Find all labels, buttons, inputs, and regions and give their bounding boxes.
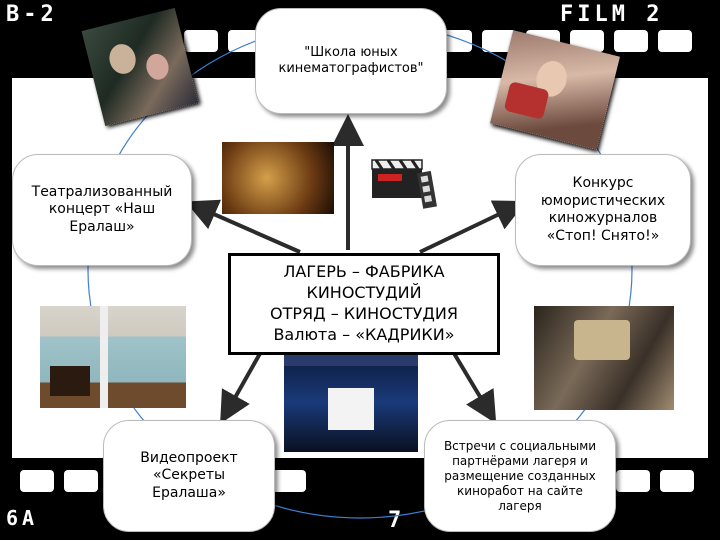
node-newsreel-contest: Конкурс юмористических киножурналов «Сто… xyxy=(515,154,691,266)
center-line-2: КИНОСТУДИЙ xyxy=(306,283,421,304)
photo-dressing-room xyxy=(534,306,674,410)
node-video-project-text: Видеопроект «Секреты Ералаша» xyxy=(114,450,264,503)
center-line-4: Валюта – «КАДРИКИ» xyxy=(273,325,454,346)
photo-stage-curtain xyxy=(284,352,418,452)
clapperboard-icon xyxy=(366,146,442,210)
node-theatre-concert: Театрализованный концерт «Наш Ералаш» xyxy=(12,154,192,266)
node-video-project: Видеопроект «Секреты Ералаша» xyxy=(103,420,275,532)
node-newsreel-contest-text: Конкурс юмористических киножурналов «Сто… xyxy=(526,175,680,245)
node-partners-meetings-text: Встречи с социальными партнёрами лагеря … xyxy=(435,439,605,514)
arrow-right xyxy=(420,208,512,252)
node-film-school: "Школа юных кинематографистов" xyxy=(255,8,447,114)
center-line-3: ОТРЯД – КИНОСТУДИЯ xyxy=(270,304,458,325)
arrow-left xyxy=(200,208,300,252)
center-camp-factory: ЛАГЕРЬ – ФАБРИКА КИНОСТУДИЙ ОТРЯД – КИНО… xyxy=(228,253,500,355)
center-line-1: ЛАГЕРЬ – ФАБРИКА xyxy=(283,262,444,283)
photo-stage-lights xyxy=(222,142,334,214)
photo-classroom xyxy=(40,306,186,408)
node-partners-meetings: Встречи с социальными партнёрами лагеря … xyxy=(424,420,616,532)
node-theatre-concert-text: Театрализованный концерт «Наш Ералаш» xyxy=(23,184,181,237)
node-film-school-text: "Школа юных кинематографистов" xyxy=(262,45,440,78)
arrow-bottom-right xyxy=(452,350,488,410)
arrow-bottom-left xyxy=(228,350,262,410)
